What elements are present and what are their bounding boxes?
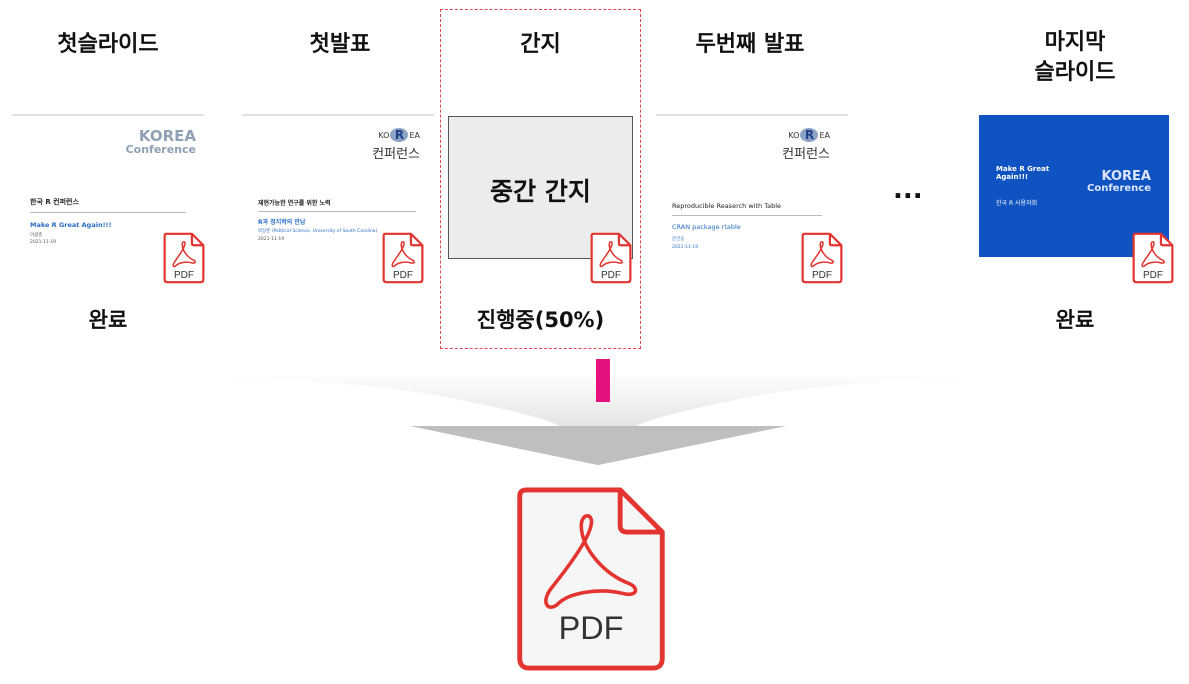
slide-author: 박상훈 (Political Science, University of So…	[258, 229, 378, 234]
slide-rule	[258, 211, 416, 212]
pdf-icon: PDF	[162, 232, 206, 284]
logo-ea: EA	[409, 130, 420, 140]
stage-title-divider: 간지	[520, 32, 561, 57]
korea-conference-logo: KOREA Conference	[125, 127, 196, 157]
slide-top-rule	[656, 114, 848, 116]
slide-rule	[30, 212, 186, 213]
slide-top-rule	[242, 114, 434, 116]
stage-title-last-slide-line2: 슬라이드	[1034, 60, 1116, 85]
pdf-icon: PDF	[381, 232, 425, 284]
r-logo-icon: R	[800, 128, 819, 142]
more-slides-ellipsis: ...	[893, 175, 923, 205]
slide-heading: Reproducible Reaserch with Table	[672, 202, 782, 210]
status-first-slide: 완료	[88, 308, 128, 332]
stage-title-first-slide: 첫슬라이드	[57, 32, 159, 57]
output-pdf-icon[interactable]: PDF	[510, 481, 672, 677]
slide-author: 이광춘	[30, 233, 43, 238]
output-pdf-label: PDF	[559, 610, 624, 646]
pdf-icon: PDF	[1131, 232, 1175, 284]
slide-date: 2021-11-19	[672, 245, 699, 250]
pdf-icon-label: PDF	[174, 270, 194, 281]
slide-heading: 재현가능한 연구를 위한 노력	[258, 200, 331, 207]
slide-subtitle: Make R Great Again!!!	[30, 221, 112, 229]
logo-line2: Conference	[125, 143, 196, 156]
first-slide-thumbnail[interactable]: KOREA Conference 한국 R 컨퍼런스 Make R Great …	[12, 114, 204, 256]
logo-line2: Conference	[1086, 183, 1151, 194]
logo-ea: EA	[819, 130, 830, 140]
korea-conference-logo: KOREA Conference	[1086, 169, 1152, 195]
last-slide-text-line1: Make R Great	[996, 165, 1050, 173]
logo-ko: KO	[788, 130, 800, 140]
slide-top-rule	[12, 114, 204, 116]
slide-heading: 한국 R 컨퍼런스	[30, 198, 79, 206]
last-slide-org: 한국 R 사용자회	[996, 200, 1038, 207]
merge-funnel-shape	[0, 350, 1189, 480]
last-slide-text: Make R Great Again!!!	[996, 165, 1049, 181]
r-logo-icon: R	[390, 128, 409, 142]
current-stage-highlight	[440, 9, 641, 349]
pdf-icon-label: PDF	[1143, 270, 1163, 281]
status-divider: 진행중(50%)	[476, 308, 605, 332]
stage-title-last-slide-line1: 마지막	[1044, 30, 1106, 55]
logo-line1: KOREA	[1101, 169, 1152, 184]
slide-date: 2021-11-19	[30, 240, 57, 245]
pdf-icon: PDF	[589, 232, 633, 284]
divider-slide-label: 중간 간지	[490, 177, 591, 206]
last-slide-text-line2: Again!!!	[996, 173, 1029, 181]
progress-indicator-bar	[596, 359, 610, 402]
slide-rule	[672, 215, 822, 216]
logo-line2: 컨퍼런스	[372, 147, 420, 162]
slide-subtitle: CRAN package rtable	[672, 223, 741, 231]
stage-title-last-slide: 마지막 슬라이드	[985, 28, 1165, 88]
logo-ko: KO	[378, 130, 390, 140]
status-last-slide: 완료	[1055, 308, 1095, 332]
pdf-icon-label: PDF	[393, 270, 413, 281]
pdf-icon-label: PDF	[812, 270, 832, 281]
stage-title-first-talk: 첫발표	[309, 32, 371, 57]
stage-title-second-talk: 두번째 발표	[695, 32, 805, 57]
logo-line2: 컨퍼런스	[782, 147, 830, 162]
slide-subtitle: R과 정치학의 만남	[258, 219, 306, 226]
pdf-icon-label: PDF	[601, 270, 621, 281]
logo-line1: KOREA	[138, 127, 196, 145]
slide-date: 2021-11-19	[258, 237, 285, 242]
pdf-icon: PDF	[800, 232, 844, 284]
slide-author: 문건웅	[672, 237, 685, 242]
